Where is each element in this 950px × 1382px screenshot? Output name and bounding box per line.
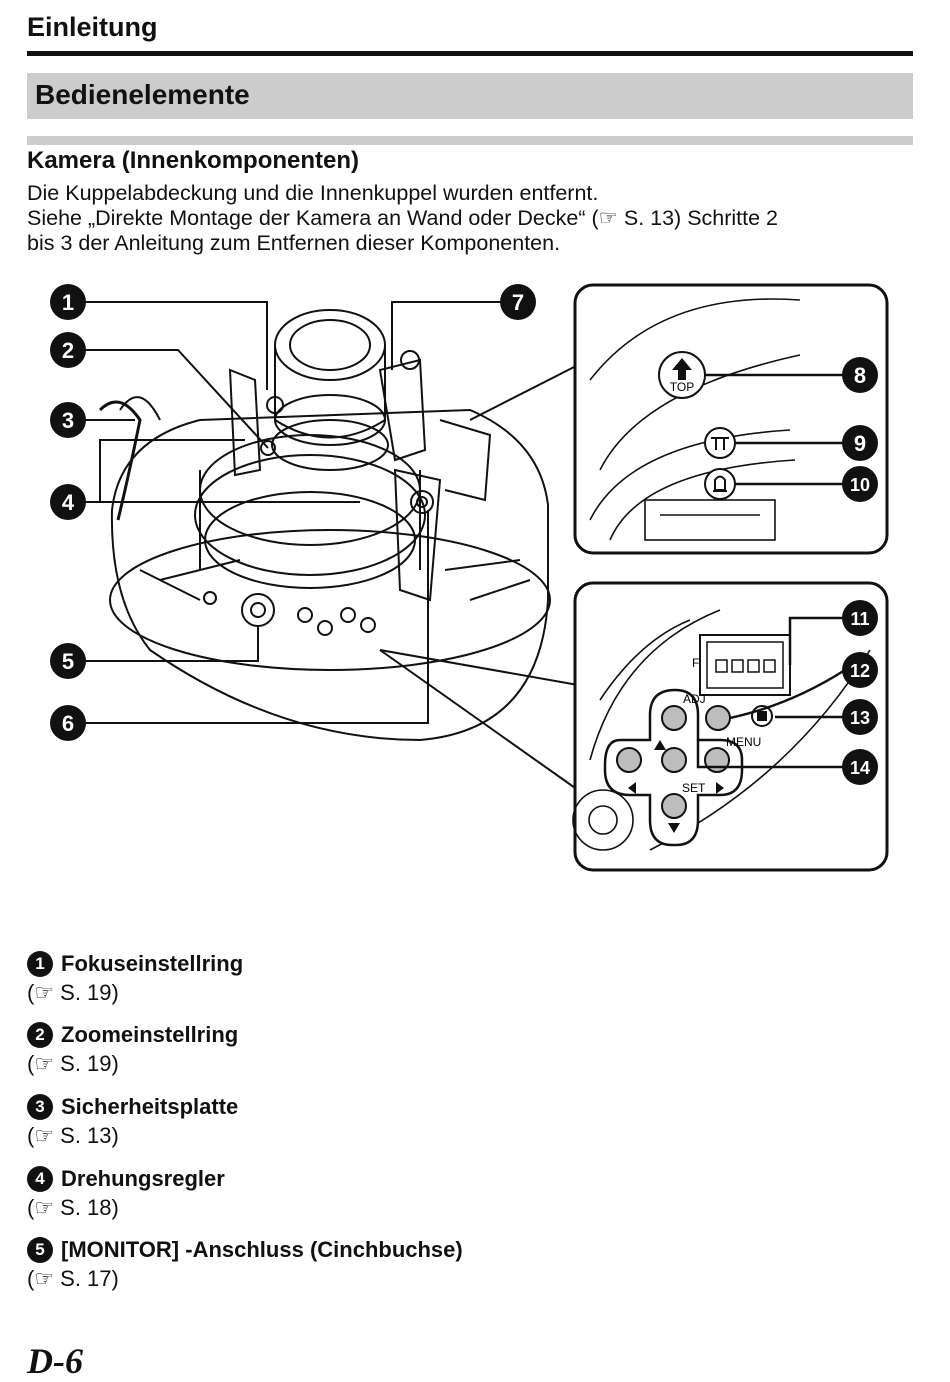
intro-text: Die Kuppelabdeckung und die Innenkuppel …: [27, 181, 907, 256]
svg-text:3: 3: [62, 408, 74, 433]
svg-text:13: 13: [850, 708, 870, 728]
item-title: Fokuseinstellring: [61, 951, 244, 976]
svg-text:14: 14: [850, 758, 870, 778]
svg-text:12: 12: [850, 661, 870, 681]
callout-9: [842, 425, 878, 461]
callout-13: [842, 699, 878, 735]
svg-text:6: 6: [62, 711, 74, 736]
page-reference: (☞ S. 19): [27, 1051, 119, 1076]
svg-text:1: 1: [62, 290, 74, 315]
item-title: Zoomeinstellring: [61, 1022, 239, 1047]
arrow-up-icon: [654, 740, 666, 750]
subsection-title: Kamera (Innenkomponenten): [27, 147, 360, 174]
intro-line-2: Siehe „Direkte Montage der Kamera an Wan…: [27, 206, 779, 230]
svg-text:5: 5: [62, 649, 74, 674]
item-title: Drehungsregler: [61, 1166, 225, 1191]
t-mark-icon: [704, 427, 736, 459]
svg-text:9: 9: [854, 431, 866, 456]
bell-mark-icon: [704, 468, 736, 500]
callout-14: [842, 749, 878, 785]
callout-1: [50, 284, 86, 320]
callout-12: [842, 652, 878, 688]
callout-8: [842, 357, 878, 393]
list-item: 4 Drehungsregler (☞ S. 18): [27, 1164, 225, 1221]
arrow-down-icon: [668, 823, 680, 833]
callout-3: [50, 402, 86, 438]
top-label: TOP: [670, 380, 694, 394]
callout-10: [842, 466, 878, 502]
item-number-badge: 3: [27, 1094, 53, 1120]
item-number-badge: 4: [27, 1166, 53, 1192]
svg-text:8: 8: [854, 363, 866, 388]
callout-5: [50, 643, 86, 679]
page-reference: (☞ S. 19): [27, 980, 119, 1005]
arrow-left-icon: [628, 782, 636, 794]
list-item: 5 [MONITOR] -Anschluss (Cinchbuchse) (☞ S…: [27, 1235, 463, 1292]
page-number: D-6: [27, 1341, 83, 1381]
callout-7: [500, 284, 536, 320]
page-reference: (☞ S. 18): [27, 1195, 119, 1220]
section-title: Bedienelemente: [35, 79, 250, 110]
camera-diagram: TOP F ADJ MENU SET: [50, 283, 889, 872]
callout-2: [50, 332, 86, 368]
item-number-badge: 2: [27, 1022, 53, 1048]
item-number-badge: 1: [27, 951, 53, 977]
chapter-rule: [27, 51, 913, 56]
list-item: 2 Zoomeinstellring (☞ S. 19): [27, 1020, 238, 1077]
svg-text:11: 11: [850, 609, 869, 629]
svg-text:10: 10: [850, 475, 870, 495]
svg-text:F: F: [692, 656, 699, 670]
camera-dome-illustration: [98, 309, 551, 742]
svg-text:7: 7: [512, 290, 524, 315]
callout-badges: 1 2 3 4 5 6 7 8 9 10 11 12 13 14: [50, 284, 878, 785]
left-button: [616, 747, 642, 773]
item-number-badge: 5: [27, 1237, 53, 1263]
svg-text:MENU: MENU: [726, 735, 761, 749]
arrow-right-icon: [716, 782, 724, 794]
chapter-title: Einleitung: [27, 12, 158, 42]
section-divider: [27, 136, 913, 145]
dip-switch-icon: [699, 634, 791, 696]
callout-4: [50, 484, 86, 520]
svg-text:SET: SET: [682, 781, 706, 795]
intro-line-1: Die Kuppelabdeckung und die Innenkuppel …: [27, 181, 599, 205]
item-title: Sicherheitsplatte: [61, 1094, 239, 1119]
svg-text:ADJ: ADJ: [683, 692, 706, 706]
page-reference: (☞ S. 17): [27, 1266, 119, 1291]
list-item: 1 Fokuseinstellring (☞ S. 19): [27, 949, 243, 1006]
svg-text:2: 2: [62, 338, 74, 363]
svg-text:4: 4: [62, 490, 75, 515]
list-item: 3 Sicherheitsplatte (☞ S. 13): [27, 1092, 238, 1149]
down-button: [661, 793, 687, 819]
right-button: [704, 747, 730, 773]
callout-6: [50, 705, 86, 741]
inset-top-view: [573, 283, 889, 555]
adj-button: [661, 705, 687, 731]
inset-control-panel: [573, 581, 889, 872]
menu-button: [705, 705, 731, 731]
set-button: [661, 747, 687, 773]
item-title: [MONITOR] -Anschluss (Cinchbuchse): [61, 1237, 463, 1262]
intro-line-3: bis 3 der Anleitung zum Entfernen dieser…: [27, 231, 561, 255]
leader-lines: [85, 301, 579, 791]
section-bar: [27, 73, 913, 119]
callout-11: [842, 600, 878, 636]
page-reference: (☞ S. 13): [27, 1123, 119, 1148]
